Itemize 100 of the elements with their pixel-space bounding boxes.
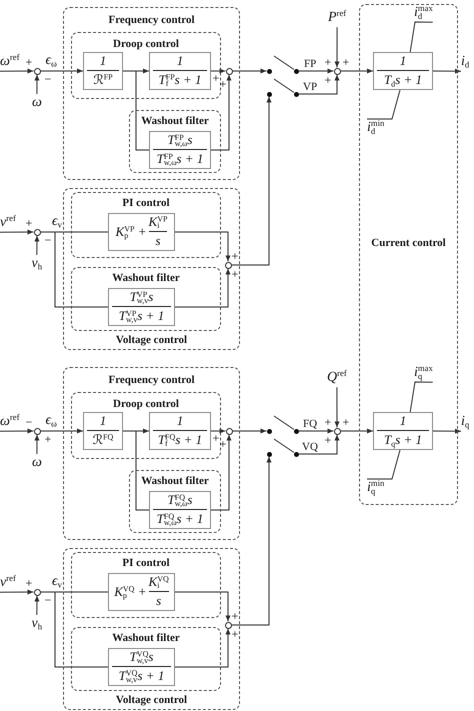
signal-arrow [34, 434, 40, 454]
signal-arrow [232, 68, 267, 74]
sum-sign: + [44, 433, 52, 445]
signal-arrow [432, 68, 462, 74]
signal-arrow [298, 428, 334, 434]
signal-arrow [334, 26, 340, 68]
signal-arrow [0, 68, 34, 74]
reference-signal-label: Q$^{ref}$ [327, 369, 347, 388]
signal-arrow [432, 428, 462, 434]
input-signal-label: ω$^{ref}$ [0, 413, 20, 432]
sum-sign: + [212, 72, 220, 84]
sum-sign: + [342, 56, 350, 68]
switch-terminal [294, 428, 298, 434]
sum-sign: + [324, 416, 332, 428]
proportional-term: K$_{p}$$^{VP}$ + [116, 224, 147, 240]
summing-junction [34, 68, 40, 74]
signal-arrow [174, 592, 230, 622]
denominator: s [156, 594, 162, 609]
switch-terminal [266, 428, 272, 434]
group-title: PI control [122, 197, 170, 210]
transfer-function-block [83, 412, 123, 450]
group-title: Washout filter [141, 115, 209, 128]
input-signal-label: v$_{h}$ [32, 255, 42, 274]
dashed-group-frame [63, 367, 240, 540]
transfer-function-block [108, 648, 175, 686]
input-signal-label: v$_{h}$ [32, 615, 42, 634]
group-title: Frequency control [108, 14, 195, 28]
denominator: T$_{w,ω}$$^{FQ}$s + 1 [156, 512, 204, 527]
input-signal-label: v$^{ref}$ [0, 574, 16, 592]
numerator: 1 [400, 54, 406, 69]
summing-junction [34, 588, 40, 596]
signal-arrow [210, 434, 232, 510]
sum-sign: − [44, 234, 52, 246]
switch-terminal [294, 92, 298, 96]
sum-sign: + [26, 56, 32, 68]
signal-label: ϵ$_{v}$ [52, 214, 62, 230]
signal-arrow [231, 456, 272, 626]
signal-arrow [0, 428, 34, 434]
signal-label: ϵ$_{ω}$ [46, 52, 57, 70]
signal-arrow [298, 74, 340, 94]
transfer-function-block [149, 412, 211, 450]
signal-arrow [210, 68, 226, 74]
denominator: T$_{w,v}$$^{VQ}$s + 1 [118, 669, 164, 684]
signal-arrow [34, 595, 40, 616]
summing-junction [34, 428, 40, 434]
group-title: Current control [371, 237, 446, 250]
dashed-group-frame [129, 470, 221, 533]
denominator: T$_{f}$$^{FQ}$s + 1 [158, 433, 202, 448]
numerator: 1 [100, 54, 106, 69]
output-signal-label: i$_{d}$ [461, 53, 470, 72]
transfer-function-block [149, 131, 211, 169]
sum-sign: + [342, 416, 350, 428]
signal-arrow [340, 68, 374, 74]
numerator: 1 [176, 54, 184, 69]
dashed-group-frame [71, 192, 221, 258]
denominator: s [155, 234, 161, 249]
group-title: Voltage control [116, 694, 188, 707]
sum-sign: + [26, 217, 32, 229]
dashed-group-frame [359, 4, 458, 505]
signal-arrow [298, 68, 334, 74]
dashed-group-frame [63, 7, 240, 180]
signal-arrow [34, 74, 40, 94]
dashed-group-frame [71, 392, 221, 459]
signal-arrow [40, 428, 84, 434]
switch-position-label: VQ [302, 442, 318, 452]
signal-arrow [232, 428, 267, 434]
numerator: 1 [400, 414, 406, 429]
sum-sign: + [324, 56, 332, 68]
sum-sign: + [26, 577, 32, 589]
sum-sign: + [232, 250, 238, 262]
summing-junction [224, 262, 232, 268]
denominator: T$_{f}$$^{FP}$s + 1 [158, 73, 202, 88]
input-signal-label: ω$^{ref}$ [0, 53, 20, 72]
input-signal-label: ω [32, 94, 42, 112]
input-signal-label: v$^{ref}$ [0, 214, 16, 232]
denominator: T$_{w,v}$$^{VP}$s + 1 [118, 309, 164, 324]
numerator: 1 [100, 414, 106, 429]
sum-sign: + [324, 74, 332, 86]
switch-terminal [294, 68, 298, 74]
summing-junction [224, 622, 232, 628]
denominator: ℛ$^{FQ}$ [92, 433, 114, 448]
switch-position-label: VP [303, 82, 318, 92]
numerator: T$_{w,ω}$$^{FP}$s [168, 133, 192, 148]
summing-junction [334, 428, 340, 434]
sum-sign: + [220, 78, 226, 90]
signal-arrow [174, 232, 230, 262]
switch-terminal [266, 68, 272, 74]
signal-arrow [34, 235, 40, 256]
switch-position-label: FQ [303, 418, 318, 430]
transfer-function-block [108, 213, 175, 251]
denominator: T$_{q}$s + 1 [384, 433, 422, 448]
switch-position-label: FP [304, 58, 316, 70]
signal-arrow [210, 428, 226, 434]
group-title: Droop control [113, 38, 179, 52]
reference-signal-label: P$^{ref}$ [328, 9, 346, 28]
limit-line [410, 22, 434, 52]
signal-arrow [0, 590, 34, 595]
input-signal-label: ω [32, 454, 42, 472]
signal-arrow [174, 628, 230, 668]
signal-label: ϵ$_{ω}$ [46, 412, 57, 430]
